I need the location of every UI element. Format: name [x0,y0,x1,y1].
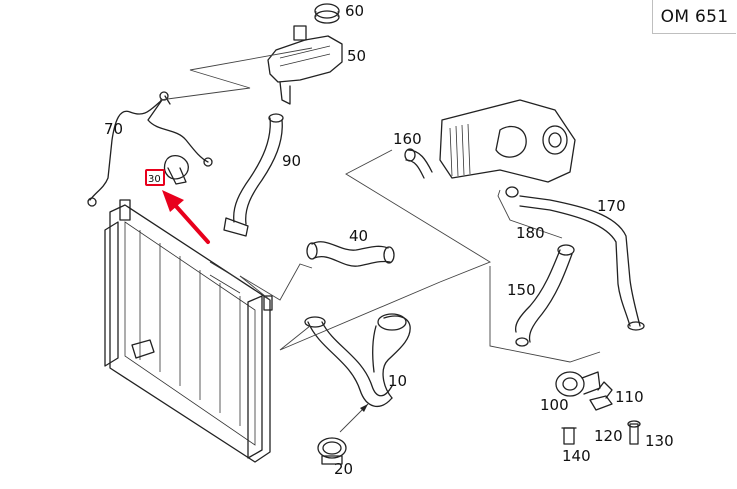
callout-140: 140 [562,447,591,465]
callout-60: 60 [345,2,364,20]
radiator [104,199,273,463]
hose-150 [514,244,575,347]
callout-170: 170 [597,197,626,215]
callout-160: 160 [393,130,422,148]
clamp-30 [163,155,189,185]
expansion-tank [267,25,343,105]
bolt-130 [627,420,641,445]
callout-100: 100 [540,396,569,414]
vent-line-70 [87,91,213,207]
highlight-box [145,169,165,186]
callout-40: 40 [349,227,368,245]
callout-30: 30 [148,174,161,185]
tank-cap [314,3,340,24]
hose-10 [304,313,411,408]
cooler-module [439,99,576,183]
hose-160 [404,148,433,179]
callout-150: 150 [507,281,536,299]
water-pump [555,371,601,397]
leader-lines [159,47,601,433]
callout-30-highlight[interactable]: 30 [145,169,165,186]
callout-130: 130 [645,432,674,450]
hose-90 [223,113,284,237]
callout-50: 50 [347,47,366,65]
bolt-140 [561,427,577,445]
bracket-110 [589,381,613,411]
callout-90: 90 [282,152,301,170]
callout-70: 70 [104,120,123,138]
clamp-20 [317,437,347,465]
callout-120: 120 [594,427,623,445]
engine-code-label: OM 651 [652,0,736,34]
callout-110: 110 [615,388,644,406]
callout-20: 20 [334,460,353,478]
callout-180: 180 [516,224,545,242]
highlight-arrow [162,190,210,244]
pipe-170 [505,186,645,331]
callout-10: 10 [388,372,407,390]
hose-40 [306,241,395,267]
